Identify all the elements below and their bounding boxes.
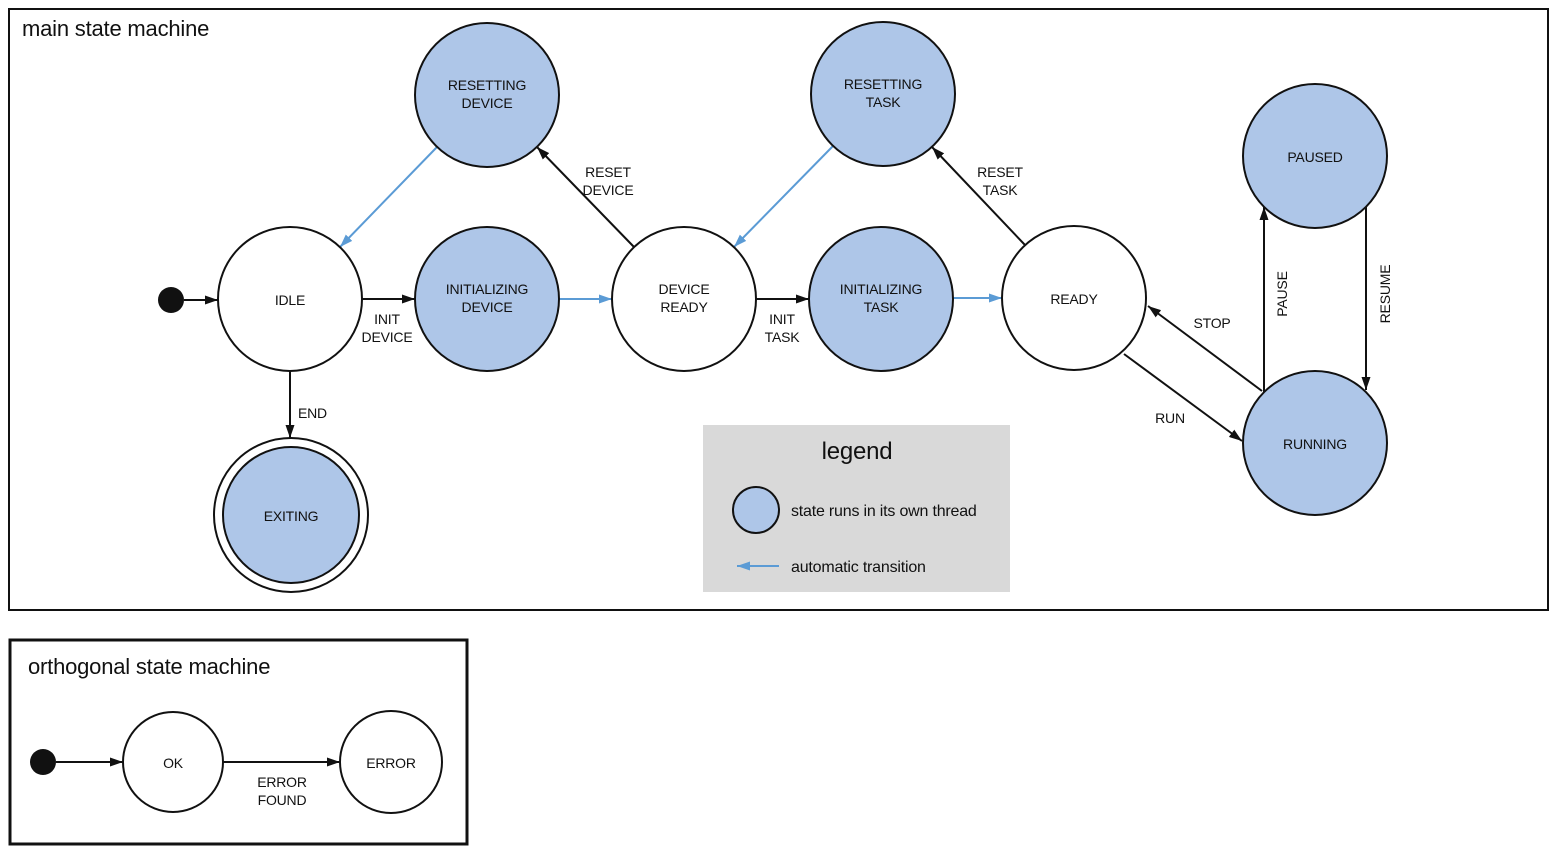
- state-label: DEVICE: [462, 299, 513, 315]
- legend-title: legend: [822, 438, 893, 465]
- edge-label-pause: PAUSE: [1274, 271, 1290, 316]
- state-label: RESETTING: [448, 77, 526, 93]
- state-circle: [217, 226, 363, 372]
- main-title: main state machine: [22, 16, 209, 41]
- edge-reset-task: [931, 146, 1026, 246]
- state-circle: [611, 226, 757, 372]
- edge-label-line: FOUND: [258, 792, 307, 808]
- edge-label-init-device: INIT DEVICE: [362, 311, 413, 345]
- edge-label-line: INIT: [769, 311, 795, 327]
- legend-threaded-state-icon: [732, 486, 780, 534]
- state-ok: OK: [122, 711, 224, 813]
- state-circle: [808, 226, 954, 372]
- state-circle: [339, 710, 443, 814]
- edge-stop: [1147, 305, 1263, 392]
- state-ready: READY: [1001, 225, 1147, 371]
- edge-auto-resettask-deviceready: [733, 145, 834, 248]
- legend-thread-label: state runs in its own thread: [791, 503, 977, 520]
- state-device-ready: DEVICE READY: [611, 226, 757, 372]
- legend-auto-label: automatic transition: [791, 559, 926, 576]
- state-label: TASK: [866, 94, 902, 110]
- state-circle: [1242, 83, 1388, 229]
- state-idle: IDLE: [217, 226, 363, 372]
- state-label: TASK: [864, 299, 900, 315]
- state-paused: PAUSED: [1242, 83, 1388, 229]
- state-circle: [1242, 370, 1388, 516]
- final-state-inner-circle: [222, 446, 360, 584]
- orthogonal-title: orthogonal state machine: [28, 654, 270, 679]
- state-initializing-device: INITIALIZING DEVICE: [414, 226, 560, 372]
- state-error: ERROR: [339, 710, 443, 814]
- state-label: READY: [1050, 291, 1098, 307]
- state-resetting-device: RESETTING DEVICE: [414, 22, 560, 168]
- state-running: RUNNING: [1242, 370, 1388, 516]
- edge-label-line: RESET: [585, 164, 631, 180]
- edge-label-line: ERROR: [257, 774, 307, 790]
- legend: legend state runs in its own thread auto…: [703, 425, 1010, 592]
- state-label: INITIALIZING: [840, 281, 922, 297]
- edge-label-init-task: INIT TASK: [765, 311, 801, 345]
- state-circle: [414, 22, 560, 168]
- edge-label-resume: RESUME: [1377, 265, 1393, 324]
- state-initializing-task: INITIALIZING TASK: [808, 226, 954, 372]
- edge-label-stop: STOP: [1193, 315, 1230, 331]
- main-state-machine: main state machine INIT DEVICE INIT TASK…: [8, 8, 1549, 611]
- initial-state-dot: [30, 749, 56, 775]
- edge-label-end: END: [298, 405, 327, 421]
- state-label: INITIALIZING: [446, 281, 528, 297]
- state-circle: [122, 711, 224, 813]
- state-label: DEVICE: [462, 95, 513, 111]
- edge-label-reset-task: RESET TASK: [977, 164, 1024, 198]
- edge-auto-resetdevice-idle: [339, 146, 438, 248]
- state-label: IDLE: [275, 292, 305, 308]
- state-circle: [414, 226, 560, 372]
- state-label: ERROR: [366, 755, 416, 771]
- state-circle: [1001, 225, 1147, 371]
- state-label: PAUSED: [1287, 149, 1342, 165]
- edge-label-line: TASK: [983, 182, 1019, 198]
- edge-label-line: RESET: [977, 164, 1023, 180]
- initial-state-dot: [158, 287, 184, 313]
- orthogonal-state-machine: orthogonal state machine ERROR FOUND OK …: [8, 638, 469, 846]
- state-label: RUNNING: [1283, 436, 1347, 452]
- edge-reset-device: [536, 146, 635, 248]
- edge-label-line: INIT: [374, 311, 400, 327]
- state-label: OK: [163, 755, 184, 771]
- state-label: DEVICE: [659, 281, 710, 297]
- edge-label-line: DEVICE: [362, 329, 413, 345]
- state-label: EXITING: [264, 508, 319, 524]
- edge-run: [1123, 353, 1243, 442]
- edge-label-line: TASK: [765, 329, 801, 345]
- state-resetting-task: RESETTING TASK: [810, 21, 956, 167]
- edge-label-run: RUN: [1155, 410, 1185, 426]
- edge-label-error-found: ERROR FOUND: [257, 774, 307, 808]
- state-label: READY: [660, 299, 708, 315]
- state-circle: [810, 21, 956, 167]
- state-exiting-final: EXITING: [213, 437, 369, 593]
- edge-label-reset-device: RESET DEVICE: [583, 164, 634, 198]
- state-label: RESETTING: [844, 76, 922, 92]
- edge-label-line: DEVICE: [583, 182, 634, 198]
